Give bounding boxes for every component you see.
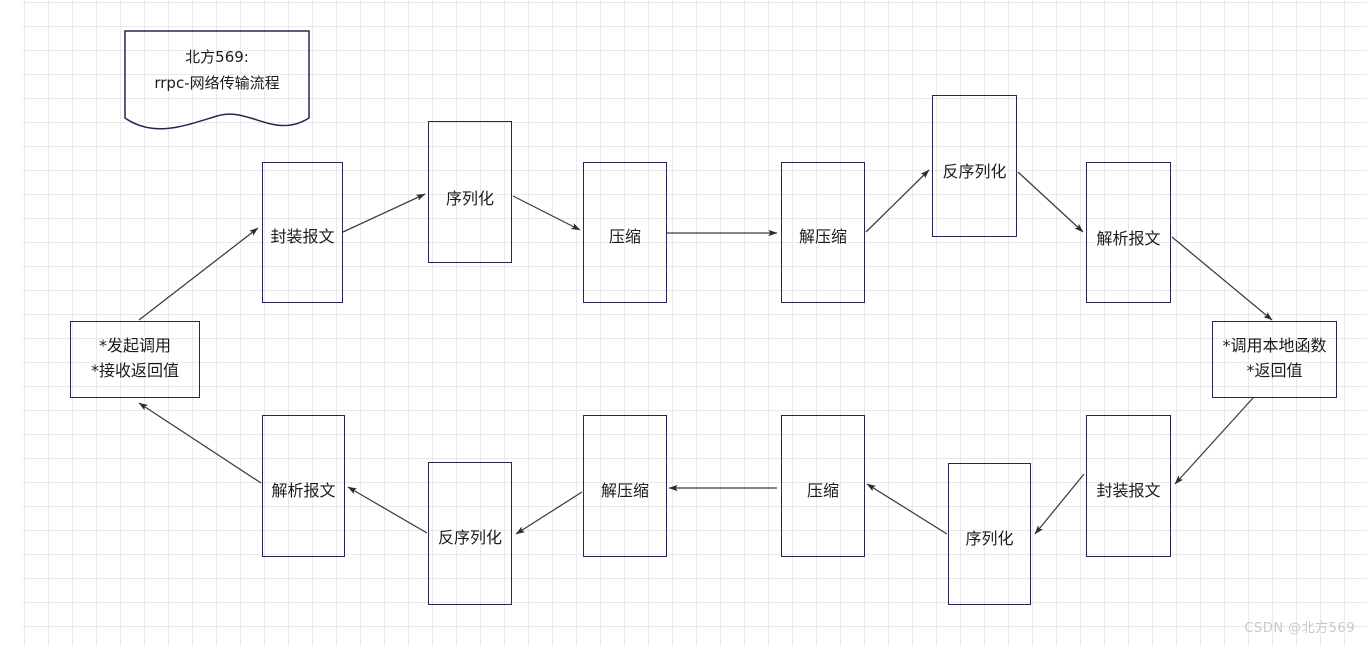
edge-decompress-top-to-deserialize-top (865, 169, 930, 233)
node-client[interactable]: *发起调用 *接收返回值 (70, 321, 200, 398)
node-decompress-top[interactable]: 解压缩 (781, 162, 865, 303)
node-compress-bottom[interactable]: 压缩 (781, 415, 865, 557)
node-parse-bottom-label: 解析报文 (271, 481, 336, 500)
node-decompress-top-label: 解压缩 (798, 227, 847, 246)
note-shape (124, 30, 310, 130)
node-deserialize-top[interactable]: 反序列化 (932, 95, 1017, 237)
edge-server-to-pack-bottom (1174, 397, 1254, 485)
csdn-watermark: CSDN @北方569 (1244, 621, 1355, 636)
node-deserialize-bottom[interactable]: 反序列化 (428, 462, 512, 605)
node-deserialize-top-label: 反序列化 (942, 162, 1007, 181)
node-server-line2: *返回值 (1246, 361, 1303, 380)
node-pack-top-label: 封装报文 (270, 227, 335, 246)
grid-background (22, 0, 1367, 646)
edge-serialize-bottom-to-compress-bottom (866, 483, 948, 535)
title-note: 北方569: rrpc-网络传输流程 (124, 30, 310, 131)
edge-pack-bottom-to-serialize-bottom (1034, 473, 1085, 535)
node-server-line1: *调用本地函数 (1222, 336, 1327, 355)
node-pack-bottom[interactable]: 封装报文 (1086, 415, 1171, 557)
edge-deserialize-top-to-parse-top (1017, 171, 1084, 233)
edge-pack-top-to-serialize-top (342, 193, 426, 233)
node-parse-bottom[interactable]: 解析报文 (262, 415, 345, 557)
node-parse-top[interactable]: 解析报文 (1086, 162, 1171, 303)
node-pack-top[interactable]: 封装报文 (262, 162, 343, 303)
node-serialize-bottom[interactable]: 序列化 (948, 463, 1031, 605)
node-server[interactable]: *调用本地函数 *返回值 (1212, 321, 1337, 398)
node-client-line1: *发起调用 (98, 336, 171, 355)
node-decompress-bottom-label: 解压缩 (600, 481, 649, 500)
node-compress-bottom-label: 压缩 (806, 481, 839, 500)
node-compress-top-label: 压缩 (608, 227, 641, 246)
edge-client-to-pack-top (138, 227, 259, 321)
edge-deserialize-bottom-to-parse-bottom (347, 486, 428, 534)
node-serialize-top[interactable]: 序列化 (428, 121, 512, 263)
node-decompress-bottom[interactable]: 解压缩 (583, 415, 667, 557)
node-deserialize-bottom-label: 反序列化 (437, 528, 502, 547)
title-note-line2: rrpc-网络传输流程 (154, 74, 280, 93)
edge-parse-bottom-to-client (138, 402, 262, 484)
edge-decompress-bottom-to-deserialize-bottom (515, 491, 583, 535)
node-serialize-top-label: 序列化 (445, 189, 494, 208)
node-parse-top-label: 解析报文 (1096, 229, 1161, 248)
node-client-line2: *接收返回值 (90, 361, 179, 380)
node-serialize-bottom-label: 序列化 (965, 529, 1014, 548)
title-note-line1: 北方569: (185, 48, 249, 66)
edge-serialize-top-to-compress-top (512, 195, 581, 231)
node-pack-bottom-label: 封装报文 (1096, 481, 1161, 500)
node-compress-top[interactable]: 压缩 (583, 162, 667, 303)
edge-parse-top-to-server (1171, 236, 1273, 321)
